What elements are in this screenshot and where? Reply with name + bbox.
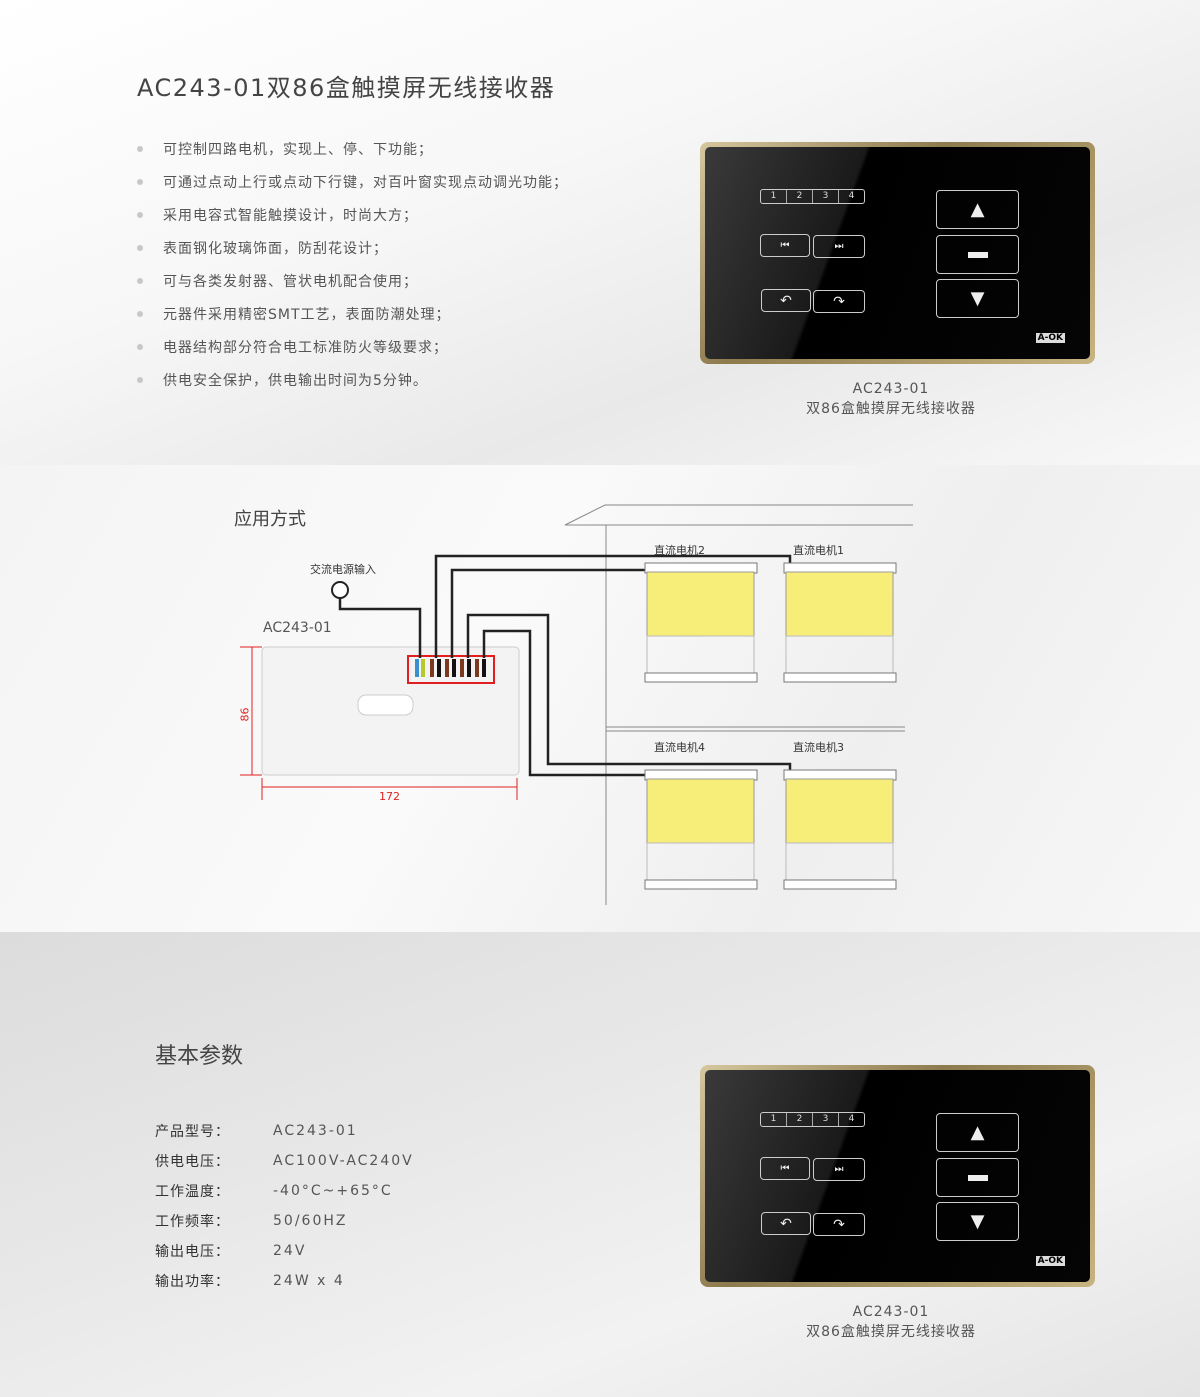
param-value: 24W x 4 [273,1273,345,1289]
param-key: 工作频率： [155,1214,230,1230]
param-row: 工作频率： 50/60HZ [155,1206,414,1236]
up-icon: ▲ [936,190,1019,229]
bullet-icon [137,343,143,350]
undo-arrow-icon: ↶ [761,289,811,312]
prev-icon: ⏮ [760,1157,810,1180]
param-row: 产品型号： AC243-01 [155,1116,414,1146]
list-item: 元器件采用精密SMT工艺，表面防潮处理； [137,297,568,330]
bullet-icon [137,376,143,383]
feature-text: 可控制四路电机，实现上、停、下功能； [163,141,433,158]
param-value: AC243-01 [273,1123,358,1139]
caption-model: AC243-01 [852,381,930,397]
bullet-icon [137,211,143,218]
building-lines [564,504,913,905]
list-item: 采用电容式智能触摸设计，时尚大方； [137,198,568,231]
param-key: 产品型号： [155,1124,230,1140]
bullet-icon [137,310,143,317]
list-item: 可与各类发射器、管状电机配合使用； [137,264,568,297]
brand-logo: A-OK [1035,333,1065,343]
param-key: 工作温度： [155,1184,230,1200]
param-key: 输出功率： [155,1274,230,1290]
page-title: AC243-01双86盒触摸屏无线接收器 [137,74,556,102]
param-key: 供电电压： [155,1154,230,1170]
channel-3: 3 [813,190,839,203]
undo-arrow-icon: ↶ [761,1212,811,1235]
next-icon: ⏭ [813,235,865,258]
caption-name: 双86盒触摸屏无线接收器 [806,1324,976,1340]
params-table: 产品型号： AC243-01 供电电压： AC100V-AC240V 工作温度： -4… [155,1116,414,1296]
feature-text: 可通过点动上行或点动下行键，对百叶窗实现点动调光功能； [163,174,568,191]
channel-4: 4 [848,191,855,201]
param-value: 24V [273,1243,307,1259]
list-item: 电器结构部分符合电工标准防火等级要求； [137,330,568,363]
down-icon: ▼ [936,279,1019,318]
param-row: 输出功率： 24W x 4 [155,1266,414,1296]
param-value: -40°C~+65°C [273,1183,393,1199]
list-item: 可通过点动上行或点动下行键，对百叶窗实现点动调光功能； [137,165,568,198]
device-caption: AC243-01 双86盒触摸屏无线接收器 [741,379,1041,419]
feature-list: 可控制四路电机，实现上、停、下功能； 可通过点动上行或点动下行键，对百叶窗实现点… [137,132,568,396]
motor-label: 直流电机1 [793,544,844,557]
channel-2: 2 [787,1113,813,1126]
dimension-lines [240,646,518,800]
feature-text: 元器件采用精密SMT工艺，表面防潮处理； [163,306,451,323]
param-row: 供电电压： AC100V-AC240V [155,1146,414,1176]
list-item: 表面钢化玻璃饰面，防刮花设计； [137,231,568,264]
channel-1: 1 [761,1113,787,1126]
list-item: 可控制四路电机，实现上、停、下功能； [137,132,568,165]
receiver-model-label: AC243-01 [263,620,332,636]
bullet-icon [137,277,143,284]
redo-arrow-icon: ↷ [813,290,865,313]
param-value: 50/60HZ [273,1213,348,1229]
motor-label: 直流电机3 [793,741,844,754]
channel-4: 4 [848,1114,855,1124]
motor-label: 直流电机4 [654,741,705,754]
ac-source-icon [331,581,349,599]
prev-icon: ⏮ [760,234,810,257]
receiver-box [261,646,520,776]
stop-icon [936,235,1019,274]
param-key: 输出电压： [155,1244,230,1260]
param-row: 输出电压： 24V [155,1236,414,1266]
device-caption: AC243-01 双86盒触摸屏无线接收器 [741,1302,1041,1342]
feature-text: 供电安全保护，供电输出时间为5分钟。 [163,372,428,389]
feature-text: 电器结构部分符合电工标准防火等级要求； [163,339,448,356]
list-item: 供电安全保护，供电输出时间为5分钟。 [137,363,568,396]
channel-3: 3 [813,1113,839,1126]
next-icon: ⏭ [813,1158,865,1181]
blinds [644,562,897,890]
channel-2: 2 [787,190,813,203]
channel-1: 1 [761,190,787,203]
params-heading: 基本参数 [155,1044,244,1069]
stop-icon [936,1158,1019,1197]
feature-text: 可与各类发射器、管状电机配合使用； [163,273,418,290]
redo-arrow-icon: ↷ [813,1213,865,1236]
bullet-icon [137,244,143,251]
caption-model: AC243-01 [852,1304,930,1320]
down-icon: ▼ [936,1202,1019,1241]
bullet-icon [137,145,143,152]
param-value: AC100V-AC240V [273,1153,414,1169]
bullet-icon [137,178,143,185]
power-input-label: 交流电源输入 [310,563,376,576]
param-row: 工作温度： -40°C~+65°C [155,1176,414,1206]
up-icon: ▲ [936,1113,1019,1152]
application-heading: 应用方式 [234,509,306,530]
application-section [0,465,1200,932]
caption-name: 双86盒触摸屏无线接收器 [806,401,976,417]
feature-text: 采用电容式智能触摸设计，时尚大方； [163,207,418,224]
dim-width-label: 172 [379,790,400,803]
feature-text: 表面钢化玻璃饰面，防刮花设计； [163,240,388,257]
brand-logo: A-OK [1035,1256,1065,1266]
motor-label: 直流电机2 [654,544,705,557]
wires [338,554,792,777]
